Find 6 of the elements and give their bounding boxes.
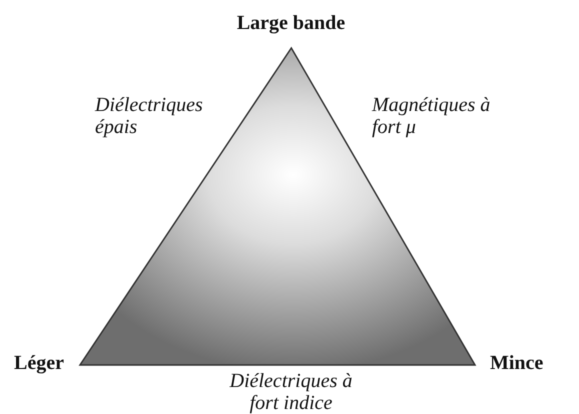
vertex-label: Mince — [490, 352, 544, 374]
vertex-label: Léger — [14, 352, 65, 374]
side-label: Magnétiques à fort μ — [372, 94, 492, 138]
side-label: Diélectriques à fort indice — [228, 370, 354, 414]
vertex-label: Large bande — [236, 12, 346, 34]
side-label: Diélectriques épais — [95, 94, 204, 138]
